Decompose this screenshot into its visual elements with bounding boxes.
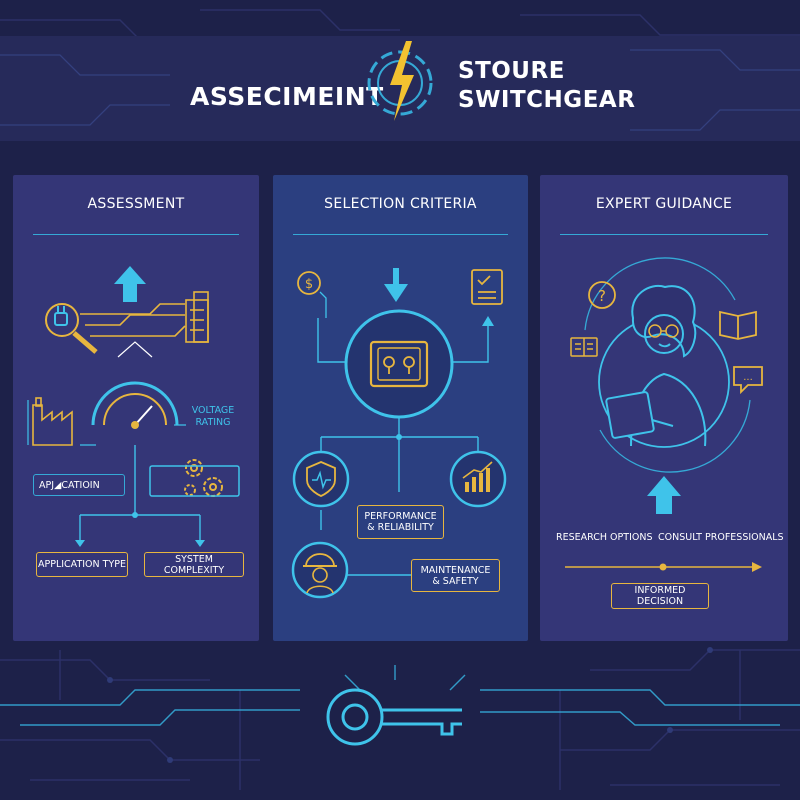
voltage-rating-label: VOLTAGE RATING: [182, 405, 244, 429]
key-icon: [326, 688, 462, 746]
factory-icon: [32, 397, 73, 446]
title-right: STOURE SWITCHGEAR: [458, 57, 635, 115]
assessment-panel: ASSESSMENT: [13, 175, 259, 641]
question-icon: [588, 281, 616, 309]
maintenance-line1: MAINTENANCE: [420, 564, 491, 576]
guidance-panel: EXPERT GUIDANCE: [540, 175, 788, 641]
building-icon: [185, 291, 209, 343]
svg-text:...: ...: [743, 372, 753, 383]
book-icon: [719, 310, 757, 340]
maintenance-line2: & SAFETY: [432, 575, 479, 587]
title-right-line1: STOURE: [458, 58, 565, 84]
gears-icon: [184, 459, 223, 497]
application-type-box: APPLICATION TYPE: [36, 552, 128, 577]
assessment-divider: [33, 234, 239, 235]
chat-icon: [733, 366, 763, 395]
performance-line1: PERFORMANCE: [364, 511, 437, 522]
system-complexity-box: SYSTEM COMPLEXITY: [144, 552, 244, 577]
shield-icon: [292, 450, 350, 508]
svg-text:?: ?: [598, 287, 606, 305]
selection-divider: [293, 234, 508, 235]
application-box: APJ◢CATIOIN: [33, 474, 125, 496]
title-right-line2: SWITCHGEAR: [458, 87, 636, 113]
engineer-icon: [291, 541, 349, 599]
gauge-icon: [91, 381, 179, 429]
assessment-title: ASSESSMENT: [87, 196, 185, 212]
guidance-title: EXPERT GUIDANCE: [595, 196, 733, 212]
growth-chart-icon: [449, 450, 507, 508]
title-left: ASSECIMEINT: [190, 82, 384, 111]
voltage-label-line2: RATING: [195, 417, 231, 428]
performance-reliability-box: PERFORMANCE & RELIABILITY: [357, 505, 444, 539]
research-options-label: RESEARCH OPTIONS: [556, 532, 653, 543]
selection-title: SELECTION CRITERIA: [324, 196, 477, 212]
up-arrow-icon: [114, 266, 146, 302]
expert-with-tablet-icon: [598, 284, 730, 448]
informed-decision-box: INFORMED DECISION: [611, 583, 709, 609]
guidance-divider: [560, 234, 768, 235]
maintenance-safety-box: MAINTENANCE & SAFETY: [411, 559, 500, 592]
svg-text:$: $: [305, 277, 313, 292]
performance-line2: & RELIABILITY: [367, 522, 434, 533]
dollar-icon: [297, 271, 321, 295]
plug-magnifier-icon: [45, 303, 98, 354]
consult-professionals-label: CONSULT PROFESSIONALS: [658, 532, 784, 543]
voltage-label-line1: VOLTAGE: [191, 405, 235, 416]
checklist-icon: [471, 269, 503, 305]
notes-icon: [570, 337, 598, 357]
